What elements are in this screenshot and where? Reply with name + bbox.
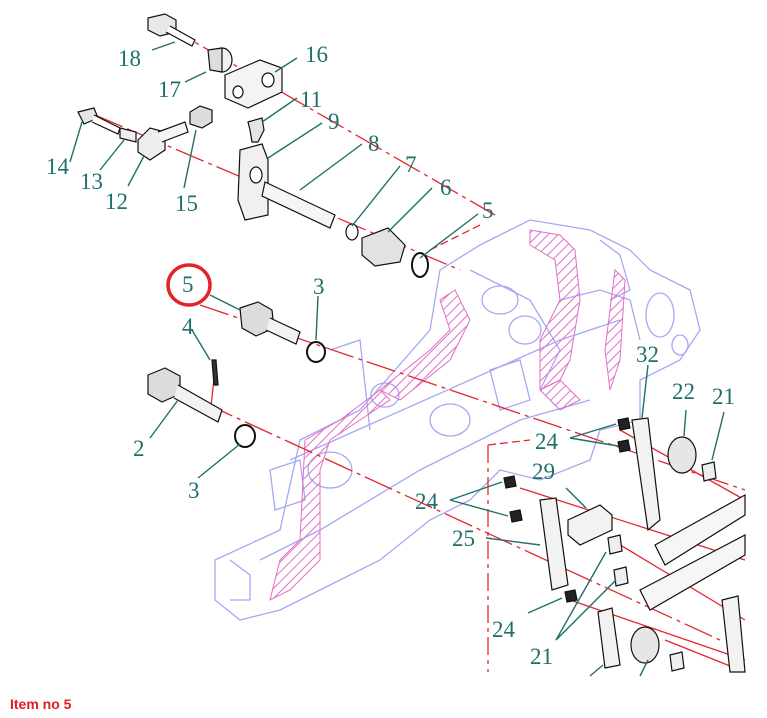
callout-3-lower: 3	[188, 478, 200, 503]
callout-17: 17	[158, 77, 181, 102]
pin-9	[261, 181, 336, 229]
callout-4: 4	[182, 314, 194, 339]
diagram-drawing	[69, 13, 746, 677]
leader-lines	[69, 41, 725, 677]
washer-6	[411, 252, 429, 278]
spacer-21-c	[613, 566, 629, 587]
callout-7: 6	[440, 175, 452, 200]
callout-24-lower: 24	[492, 617, 515, 642]
upper-parts	[77, 13, 429, 278]
callout-18: 18	[118, 46, 141, 71]
callout-5: 5	[182, 272, 194, 297]
callout-25: 25	[452, 526, 475, 551]
callout-3-upper: 3	[313, 274, 325, 299]
link-32	[631, 417, 661, 532]
right-parts	[503, 417, 746, 673]
housing-hatched-sections	[269, 229, 626, 601]
callout-14: 14	[46, 154, 69, 179]
callout-13: 13	[80, 169, 103, 194]
link-25	[539, 497, 569, 591]
washer-3-lower	[234, 424, 256, 448]
pin-13	[119, 127, 137, 143]
callout-12: 12	[105, 189, 128, 214]
nut-15	[189, 105, 213, 129]
washer-3-upper	[306, 341, 326, 363]
callout-22: 22	[672, 379, 695, 404]
roller-22	[667, 436, 697, 474]
eye-12	[137, 127, 166, 161]
callout-9: 8	[368, 131, 380, 156]
spacer-21-b	[607, 534, 623, 555]
callout-29: 29	[532, 459, 555, 484]
spacer-21-a	[701, 461, 717, 482]
highlight-circle	[166, 263, 212, 307]
callout-32: 32	[636, 342, 659, 367]
callout-24-middle: 24	[415, 489, 438, 514]
exploded-parts-diagram: 18 17 16 11 9 8 7 6 5 14 13 12 15 5 3 4 …	[46, 13, 746, 677]
bolt-18	[147, 13, 196, 47]
callout-21-bottom: 21	[530, 644, 553, 669]
pin-4	[211, 359, 219, 386]
item-caption: Item no 5	[10, 696, 72, 712]
callout-6: 5	[482, 198, 494, 223]
callout-2: 2	[133, 436, 145, 461]
callout-8: 7	[405, 152, 417, 177]
washer-8	[345, 223, 359, 241]
callout-10: 9	[328, 109, 340, 134]
callout-21-top: 21	[712, 384, 735, 409]
bushing-7	[361, 227, 406, 267]
screw-11	[247, 117, 265, 143]
callout-24-right: 24	[535, 429, 558, 454]
callout-11: 11	[300, 87, 323, 112]
callout-16: 16	[305, 42, 328, 67]
block-29	[567, 504, 613, 546]
callout-15: 15	[175, 191, 198, 216]
middle-parts	[147, 301, 326, 448]
